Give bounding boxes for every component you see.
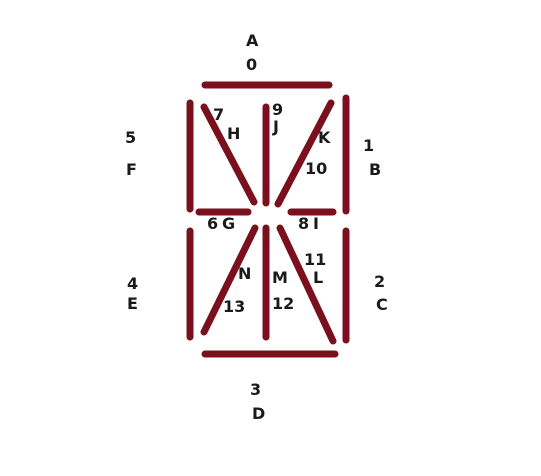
segment-i-letter: I <box>313 214 319 233</box>
segment-j-letter: J <box>273 117 279 136</box>
segment-c-letter: C <box>376 295 388 314</box>
segment-e-index: 4 <box>127 274 139 293</box>
segment-j-index: 9 <box>272 100 284 119</box>
segment-n-letter: N <box>238 264 252 283</box>
segment-m-letter: M <box>272 268 288 287</box>
segment-f-index: 5 <box>125 128 137 147</box>
segment-k-index: 10 <box>305 159 328 178</box>
segment-l-index: 11 <box>304 250 327 269</box>
segment-k-letter: K <box>318 128 331 147</box>
segment-g-index: 6 <box>207 214 219 233</box>
segment-h-letter: H <box>227 124 241 143</box>
segment-l-letter: L <box>313 268 324 287</box>
segment-a-index: 0 <box>246 55 258 74</box>
segment-d-letter: D <box>252 404 266 423</box>
segment-b-letter: B <box>369 160 382 179</box>
segment-l-bar <box>276 224 337 345</box>
segment-k-bar <box>274 99 335 208</box>
segment-b-index: 1 <box>363 136 375 155</box>
segment-m-index: 12 <box>272 294 295 313</box>
segment-e-letter: E <box>127 294 138 313</box>
segment-h-index: 7 <box>213 105 225 124</box>
segment-i-index: 8 <box>298 214 310 233</box>
segment-n-index: 13 <box>223 297 246 316</box>
segment-a-letter: A <box>246 31 259 50</box>
segment-g-letter: G <box>222 214 236 233</box>
segment-n-bar <box>200 224 259 336</box>
segment-d-index: 3 <box>250 380 262 399</box>
segment-h-bar <box>200 103 258 206</box>
segment-f-letter: F <box>126 160 137 179</box>
segment-c-index: 2 <box>374 272 386 291</box>
